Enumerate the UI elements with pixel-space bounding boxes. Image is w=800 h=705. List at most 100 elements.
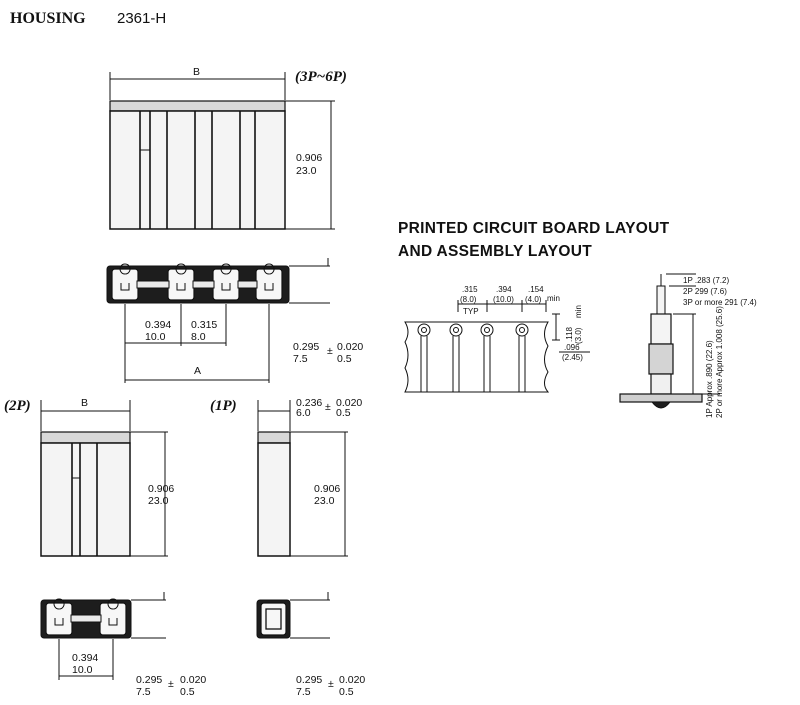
two-pin-front-view: (2P) B 0.906 23.0 bbox=[4, 397, 174, 557]
pcb-plate bbox=[619, 393, 703, 403]
two-pin-tol-in: 0.020 bbox=[180, 674, 206, 686]
one-pin-width-pm: ± bbox=[325, 401, 331, 413]
two-pin-depth-in: 0.295 bbox=[136, 674, 162, 686]
housing-body bbox=[40, 442, 131, 557]
assembly-v1: 1P Approx .890 (22.6) bbox=[705, 340, 714, 418]
housing-body bbox=[109, 110, 286, 230]
one-pin-height-in: 0.906 bbox=[314, 483, 340, 495]
housing-middle bbox=[648, 343, 674, 375]
terminal-keyhole bbox=[175, 263, 187, 291]
housing-top-band bbox=[109, 100, 286, 112]
pcb-hole-mm: (2.45) bbox=[562, 353, 583, 362]
pin bbox=[656, 285, 666, 315]
multi-tol-mm: 0.5 bbox=[337, 353, 352, 365]
pcb-vert-in: .118 bbox=[565, 326, 574, 342]
pcb-dim2-in: .394 bbox=[496, 285, 512, 294]
one-pin-width-in: 0.236 bbox=[296, 397, 322, 409]
terminal-keyhole bbox=[263, 263, 275, 291]
cavity-bridge bbox=[70, 614, 102, 623]
housing-upper bbox=[650, 313, 672, 345]
dim-b-label: B bbox=[193, 66, 200, 78]
multi-pin-front-view: (3P~6P) B 0.906 23.0 bbox=[109, 66, 347, 230]
pcb-trace bbox=[420, 336, 428, 392]
housing-body bbox=[257, 442, 291, 557]
multi-variant-label: (3P~6P) bbox=[295, 69, 347, 85]
housing-title: HOUSING bbox=[10, 10, 86, 27]
multi-pitch-mm: 10.0 bbox=[145, 331, 166, 343]
pcb-hole bbox=[453, 327, 459, 333]
two-pin-pitch-mm: 10.0 bbox=[72, 664, 93, 676]
terminal-keyhole bbox=[220, 263, 232, 291]
multi-depth-in: 0.295 bbox=[293, 341, 319, 353]
one-pin-width-mm: 6.0 bbox=[296, 407, 311, 419]
housing-top-band bbox=[257, 431, 291, 444]
pcb-pad bbox=[449, 323, 463, 337]
one-pin-depth-mm: 7.5 bbox=[296, 686, 311, 698]
part-number: 2361-H bbox=[117, 10, 166, 27]
one-pin-width-tol-in: 0.020 bbox=[336, 397, 362, 409]
pcb-heading-line2: AND ASSEMBLY LAYOUT bbox=[398, 243, 592, 260]
multi-overall-label: A bbox=[194, 365, 201, 377]
assembly-row1: 1P .283 (7.2) bbox=[683, 276, 729, 285]
one-pin-pm: ± bbox=[328, 678, 334, 690]
pcb-hole bbox=[421, 327, 427, 333]
pcb-trace bbox=[518, 336, 526, 392]
terminal-cavity bbox=[45, 602, 73, 636]
one-pin-tol-in: 0.020 bbox=[339, 674, 365, 686]
assembly-row2: 2P 299 (7.6) bbox=[683, 287, 727, 296]
pcb-hole bbox=[519, 327, 525, 333]
two-pin-depth-mm: 7.5 bbox=[136, 686, 151, 698]
assembly-drawing: 1P .283 (7.2) 2P 299 (7.6) 3P or more 29… bbox=[619, 273, 757, 418]
terminal-cavity bbox=[99, 602, 127, 636]
multi-pm: ± bbox=[327, 345, 333, 357]
two-pin-height-in: 0.906 bbox=[148, 483, 174, 495]
pcb-trace bbox=[452, 336, 460, 392]
one-pin-tol-mm: 0.5 bbox=[339, 686, 354, 698]
pcb-pad bbox=[417, 323, 431, 337]
multi-depth-mm: 7.5 bbox=[293, 353, 308, 365]
pcb-vert-mm: (3.0) bbox=[574, 327, 583, 344]
two-pin-width-label: B bbox=[81, 397, 88, 409]
pcb-dim1-mm: (8.0) bbox=[460, 295, 477, 304]
multi-height-mm: 23.0 bbox=[296, 165, 317, 177]
multi-pitch-in: 0.394 bbox=[145, 319, 171, 331]
pcb-pad bbox=[515, 323, 529, 337]
pcb-board-outline bbox=[404, 321, 550, 393]
two-pin-top-view: 0.394 10.0 0.295 7.5 ± 0.020 0.5 bbox=[40, 592, 206, 698]
assembly-v2: 2P or more Approx 1.008 (25.6) bbox=[715, 306, 724, 418]
two-pin-tol-mm: 0.5 bbox=[180, 686, 195, 698]
pcb-trace bbox=[483, 336, 491, 392]
multi-height-in: 0.906 bbox=[296, 152, 322, 164]
one-pin-width-tol-mm: 0.5 bbox=[336, 407, 351, 419]
pcb-dim2-mm: (10.0) bbox=[493, 295, 514, 304]
terminal-keyhole bbox=[119, 263, 131, 291]
pcb-typ-label: TYP bbox=[463, 307, 479, 316]
multi-pin-top-view: 0.394 10.0 0.315 8.0 A 0.295 7.5 ± 0.020… bbox=[106, 258, 363, 383]
one-pin-height-mm: 23.0 bbox=[314, 495, 335, 507]
pcb-vert-min: min bbox=[574, 305, 583, 318]
cavity-bridge bbox=[192, 280, 215, 289]
one-pin-depth-in: 0.295 bbox=[296, 674, 322, 686]
terminal-keyhole bbox=[53, 598, 65, 626]
multi-offset-in: 0.315 bbox=[191, 319, 217, 331]
pcb-min-label: min bbox=[547, 294, 560, 303]
assembly-row3: 3P or more 291 (7.4) bbox=[683, 298, 757, 307]
pcb-hole bbox=[484, 327, 490, 333]
one-pin-variant-label: (1P) bbox=[210, 398, 237, 414]
cavity-bridge bbox=[136, 280, 170, 289]
terminal-square bbox=[265, 608, 282, 630]
solder-joint bbox=[650, 401, 672, 409]
two-pin-pitch-in: 0.394 bbox=[72, 652, 98, 664]
multi-tol-in: 0.020 bbox=[337, 341, 363, 353]
two-pin-pm: ± bbox=[168, 678, 174, 690]
one-pin-front-view: (1P) 0.236 6.0 ± 0.020 0.5 0.906 23.0 bbox=[210, 397, 362, 557]
multi-offset-mm: 8.0 bbox=[191, 331, 206, 343]
pcb-hole-in: .096 bbox=[564, 343, 580, 352]
one-pin-top-view: 0.295 7.5 ± 0.020 0.5 bbox=[256, 592, 365, 698]
two-pin-height-mm: 23.0 bbox=[148, 495, 169, 507]
pcb-dim3-in: .154 bbox=[528, 285, 544, 294]
cavity-bridge bbox=[237, 280, 258, 289]
pcb-pad bbox=[480, 323, 494, 337]
pcb-dim1-in: .315 bbox=[462, 285, 478, 294]
